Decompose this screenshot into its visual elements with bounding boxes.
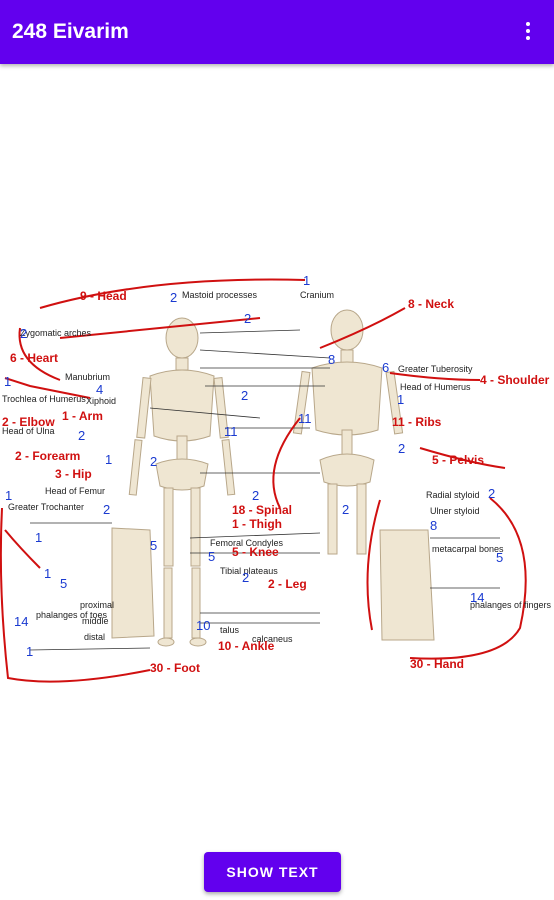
svg-text:metacarpal bones: metacarpal bones bbox=[432, 544, 504, 554]
svg-text:1: 1 bbox=[26, 644, 33, 659]
svg-text:Trochlea of Humerus: Trochlea of Humerus bbox=[2, 394, 86, 404]
svg-text:2: 2 bbox=[244, 311, 251, 326]
ribcage-front bbox=[149, 369, 215, 442]
svg-text:4: 4 bbox=[96, 382, 103, 397]
ribcage-back bbox=[311, 361, 383, 436]
svg-text:6: 6 bbox=[382, 360, 389, 375]
svg-text:1: 1 bbox=[5, 488, 12, 503]
app-bar: 248 Eivarim bbox=[0, 0, 554, 64]
svg-text:9 - Head: 9 - Head bbox=[80, 289, 127, 303]
svg-text:6 - Heart: 6 - Heart bbox=[10, 351, 58, 365]
show-text-button[interactable]: SHOW TEXT bbox=[204, 852, 341, 892]
svg-text:Mastoid processes: Mastoid processes bbox=[182, 290, 258, 300]
svg-text:14: 14 bbox=[470, 590, 484, 605]
skeleton-diagram: Mastoid processes Cranium Zygomatic arch… bbox=[0, 273, 552, 683]
svg-text:Greater Trochanter: Greater Trochanter bbox=[8, 502, 84, 512]
svg-text:11: 11 bbox=[298, 411, 312, 426]
svg-text:1 - Thigh: 1 - Thigh bbox=[232, 517, 282, 531]
svg-text:phalanges of fingers: phalanges of fingers bbox=[470, 600, 552, 610]
svg-text:Manubrium: Manubrium bbox=[65, 372, 110, 382]
svg-text:2: 2 bbox=[170, 290, 177, 305]
svg-text:2: 2 bbox=[241, 388, 248, 403]
svg-text:Zygomatic arches: Zygomatic arches bbox=[20, 328, 92, 338]
svg-text:3 - Hip: 3 - Hip bbox=[55, 467, 92, 481]
svg-text:phalanges of toes: phalanges of toes bbox=[36, 610, 108, 620]
svg-text:8 - Neck: 8 - Neck bbox=[408, 297, 454, 311]
svg-text:Cranium: Cranium bbox=[300, 290, 334, 300]
svg-text:talus: talus bbox=[220, 625, 240, 635]
svg-text:2: 2 bbox=[150, 454, 157, 469]
svg-text:2 - Forearm: 2 - Forearm bbox=[15, 449, 80, 463]
svg-text:Ulner styloid: Ulner styloid bbox=[430, 506, 480, 516]
skull-back bbox=[330, 309, 364, 351]
svg-text:11: 11 bbox=[224, 424, 238, 439]
hand-inset bbox=[379, 529, 435, 641]
svg-text:2: 2 bbox=[342, 502, 349, 517]
svg-text:1: 1 bbox=[397, 392, 404, 407]
svg-text:Greater Tuberosity: Greater Tuberosity bbox=[398, 364, 473, 374]
svg-text:Tibial plateaus: Tibial plateaus bbox=[220, 566, 278, 576]
svg-text:5: 5 bbox=[60, 576, 67, 591]
svg-text:5: 5 bbox=[150, 538, 157, 553]
svg-text:2: 2 bbox=[20, 326, 27, 341]
pelvis-front bbox=[155, 458, 209, 491]
app-title: 248 Eivarim bbox=[12, 20, 129, 43]
svg-text:14: 14 bbox=[14, 614, 28, 629]
svg-text:5 - Knee: 5 - Knee bbox=[232, 545, 279, 559]
svg-text:1: 1 bbox=[4, 374, 11, 389]
svg-text:2 - Leg: 2 - Leg bbox=[268, 577, 307, 591]
svg-text:Femoral Condyles: Femoral Condyles bbox=[210, 538, 284, 548]
svg-text:18 - Spinal: 18 - Spinal bbox=[232, 503, 292, 517]
svg-text:8: 8 bbox=[430, 518, 437, 533]
svg-text:5: 5 bbox=[208, 549, 215, 564]
svg-text:Xiphoid: Xiphoid bbox=[86, 396, 116, 406]
svg-text:10 - Ankle: 10 - Ankle bbox=[218, 639, 275, 653]
svg-text:1: 1 bbox=[44, 566, 51, 581]
svg-text:2: 2 bbox=[252, 488, 259, 503]
svg-text:1: 1 bbox=[35, 530, 42, 545]
svg-text:1: 1 bbox=[303, 273, 310, 288]
svg-text:1: 1 bbox=[105, 452, 112, 467]
svg-text:4 - Shoulder: 4 - Shoulder bbox=[480, 373, 550, 387]
svg-text:5 - Pelvis: 5 - Pelvis bbox=[432, 453, 484, 467]
foot-inset bbox=[111, 527, 155, 639]
svg-text:2: 2 bbox=[103, 502, 110, 517]
svg-text:Head of Ulna: Head of Ulna bbox=[2, 426, 55, 436]
svg-text:11 - Ribs: 11 - Ribs bbox=[392, 415, 442, 429]
svg-text:2: 2 bbox=[78, 428, 85, 443]
svg-text:30 - Foot: 30 - Foot bbox=[150, 661, 200, 675]
svg-text:2: 2 bbox=[398, 441, 405, 456]
svg-text:2 - Elbow: 2 - Elbow bbox=[2, 415, 55, 429]
svg-text:distal: distal bbox=[84, 632, 105, 642]
svg-text:8: 8 bbox=[328, 352, 335, 367]
more-vert-icon[interactable] bbox=[516, 20, 540, 44]
svg-text:2: 2 bbox=[242, 570, 249, 585]
svg-text:2: 2 bbox=[488, 486, 495, 501]
svg-text:30 - Hand: 30 - Hand bbox=[410, 657, 464, 671]
svg-text:Head of Humerus: Head of Humerus bbox=[400, 382, 471, 392]
svg-text:calcaneus: calcaneus bbox=[252, 634, 293, 644]
svg-text:Radial styloid: Radial styloid bbox=[426, 490, 480, 500]
svg-text:proximal: proximal bbox=[80, 600, 114, 610]
svg-text:5: 5 bbox=[496, 550, 503, 565]
svg-text:middle: middle bbox=[82, 616, 109, 626]
anatomy-figure: Mastoid processes Cranium Zygomatic arch… bbox=[0, 268, 554, 700]
svg-text:1 - Arm: 1 - Arm bbox=[62, 409, 103, 423]
svg-text:Head of Femur: Head of Femur bbox=[45, 486, 105, 496]
svg-text:10: 10 bbox=[196, 618, 210, 633]
